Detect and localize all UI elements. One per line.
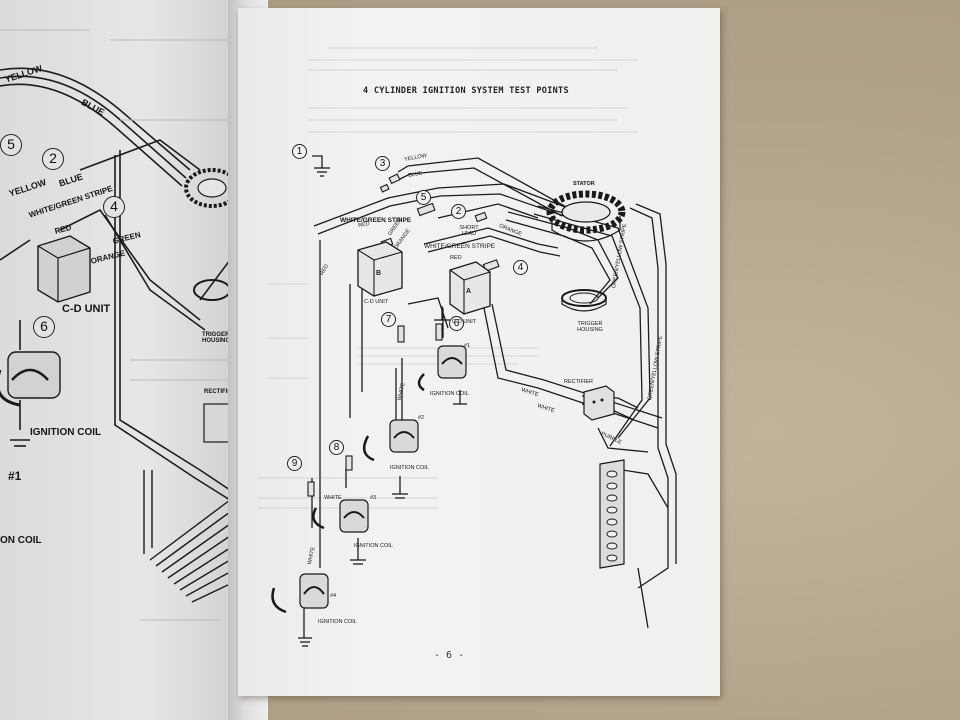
left-label-rectifier: RECTIFIE — [204, 389, 232, 395]
faint-bleed-text — [258, 47, 638, 509]
connector-plugs — [307, 173, 500, 497]
test-point-8: 8 — [329, 440, 344, 455]
label-coil-1: #1 — [464, 343, 471, 349]
left-ignition-coil-shape — [0, 351, 61, 407]
left-terminal-lines — [143, 470, 231, 603]
label-rectifier: RECTIFIER — [564, 379, 594, 385]
label-ignition-coil-1: IGNITION COIL — [430, 391, 469, 397]
label-trigger-housing: TRIGGER HOUSING — [577, 321, 603, 333]
test-point-2: 2 — [451, 204, 466, 219]
ignition-coil-2-shape — [362, 419, 419, 462]
test-point-7: 7 — [381, 312, 396, 327]
label-box-b: B — [376, 270, 382, 277]
left-label-ignition-coil: IGNITION COIL — [30, 427, 102, 438]
cd-unit-a-shape — [449, 261, 491, 315]
test-point-5: 5 — [416, 190, 431, 205]
test-point-1: 1 — [292, 144, 307, 159]
left-page: 5 2 4 6 YELLOW BLUE YELLOW BLUE WHITE/GR… — [0, 0, 240, 720]
test-point-6: 6 — [449, 316, 464, 331]
label-white-green-stripe: WHITE/GREEN STRIPE — [340, 217, 412, 224]
label-stator: STATOR — [573, 181, 595, 187]
left-label-coil-fragment: ON COIL — [0, 535, 42, 546]
left-faint-text — [0, 29, 230, 621]
label-box-a: A — [466, 288, 472, 295]
test-point-4: 4 — [513, 260, 528, 275]
label-red-2: RED — [450, 255, 462, 261]
label-coil-4: #4 — [330, 593, 337, 599]
ignition-coil-4-shape — [271, 573, 329, 614]
left-rectifier-shape — [203, 403, 231, 443]
left-test-point-6: 6 — [33, 316, 55, 338]
terminal-strip-shape — [599, 459, 625, 569]
left-test-point-5: 5 — [0, 134, 22, 156]
label-coil-3: #3 — [370, 495, 377, 501]
left-label-cd-unit: C-D UNIT — [62, 303, 111, 315]
label-ignition-coil-4: IGNITION COIL — [318, 619, 357, 625]
left-cd-unit-box — [37, 235, 91, 303]
label-white-4: WHITE — [324, 495, 342, 501]
ignition-coil-1-shape — [417, 345, 467, 392]
label-white-green-stripe-2: WHITE/GREEN STRIPE — [424, 243, 496, 250]
left-label-trigger-housing: TRIGGER HOUSING — [202, 332, 231, 344]
cd-unit-b-shape — [357, 241, 403, 297]
label-coil-2: #2 — [418, 415, 425, 421]
left-test-point-4: 4 — [103, 196, 125, 218]
label-ignition-coil-2: IGNITION COIL — [390, 465, 429, 471]
stator-shape — [546, 190, 626, 242]
label-cd-unit-b: C-D UNIT — [364, 299, 389, 305]
page-number: - 6 - — [434, 650, 465, 661]
test-point-3: 3 — [375, 156, 390, 171]
test-point-9: 9 — [287, 456, 302, 471]
page-title: 4 CYLINDER IGNITION SYSTEM TEST POINTS — [363, 86, 569, 96]
left-wiring-diagram — [0, 29, 240, 621]
left-test-point-2: 2 — [42, 148, 64, 170]
ignition-coil-3-shape — [312, 499, 369, 533]
rectifier-shape — [583, 385, 615, 421]
label-ignition-coil-3: IGNITION COIL — [354, 543, 393, 549]
left-label-coil-number: #1 — [8, 469, 22, 483]
label-short-lead: SHORT LEAD — [459, 225, 479, 237]
right-page: 4 CYLINDER IGNITION SYSTEM TEST POINTS 1… — [238, 8, 720, 696]
label-cd-unit-a: C-D UNIT — [452, 319, 477, 325]
ignition-wiring-diagram — [258, 47, 677, 647]
trigger-housing-shape — [561, 289, 607, 312]
